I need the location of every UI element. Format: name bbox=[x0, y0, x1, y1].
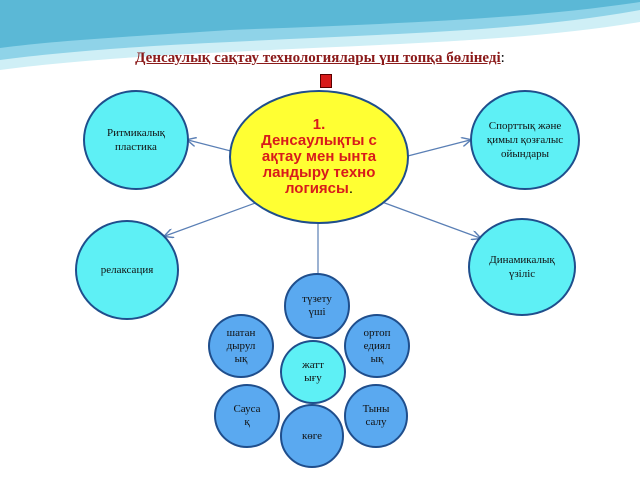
arrow-to-bottom-right bbox=[381, 201, 480, 238]
main-topic-colon: . bbox=[348, 180, 354, 197]
flower-lower-left-circle: Саусақ bbox=[214, 384, 280, 448]
flower-top-circle: түзету үші bbox=[284, 273, 350, 339]
node-sport-games-label: Спорттық және қимыл қозғалыс ойындары bbox=[486, 120, 564, 160]
node-rhythmic-plastic: Ритмикалық пластика bbox=[83, 90, 189, 190]
flower-lower-left-label: Саусақ bbox=[233, 403, 261, 428]
flower-top-label: түзету үші bbox=[302, 293, 332, 318]
flower-center-label: жаттығу bbox=[302, 359, 324, 384]
header-swoosh-decoration bbox=[0, 0, 640, 70]
flower-lower-right-label: Тынысалу bbox=[362, 403, 390, 428]
main-topic-label: Денсаулықты сақтау мен ынталандыру техно… bbox=[261, 132, 377, 197]
flower-bottom-label: көге bbox=[301, 429, 323, 442]
node-relaxation-label: релаксация bbox=[100, 264, 154, 276]
arrow-to-bottom-left bbox=[165, 201, 259, 236]
flower-upper-right-circle: ортопедиялық bbox=[344, 314, 410, 378]
title-text: Денсаулық сақтау технологиялары үш топқа… bbox=[135, 50, 501, 66]
title-colon: : bbox=[500, 50, 505, 66]
flower-upper-left-circle: шатандырулық bbox=[208, 314, 274, 378]
node-sport-games: Спорттық және қимыл қозғалыс ойындары bbox=[470, 90, 580, 190]
flower-center-circle: жаттығу bbox=[280, 340, 346, 404]
node-rhythmic-plastic-label: Ритмикалық пластика bbox=[106, 127, 166, 153]
main-topic-circle: 1. Денсаулықты сақтау мен ынталандыру те… bbox=[229, 90, 409, 224]
node-dynamic-break: Динамикалық үзіліс bbox=[468, 218, 576, 316]
page-title: Денсаулық сақтау технологиялары үш топқа… bbox=[0, 50, 640, 67]
node-relaxation: релаксация bbox=[75, 220, 179, 320]
main-topic-number: 1. bbox=[312, 116, 326, 133]
arrow-to-top-right bbox=[399, 140, 470, 159]
flower-upper-left-label: шатандырулық bbox=[226, 326, 256, 365]
main-topic-text: Денсаулықты сақтау мен ынталандыру техно… bbox=[259, 133, 379, 197]
node-dynamic-break-label: Динамикалық үзіліс bbox=[489, 254, 555, 280]
flower-bottom-circle: көге bbox=[280, 404, 344, 468]
flower-lower-right-circle: Тынысалу bbox=[344, 384, 408, 448]
pointer-marker-icon bbox=[320, 74, 332, 88]
flower-upper-right-label: ортопедиялық bbox=[363, 326, 391, 365]
